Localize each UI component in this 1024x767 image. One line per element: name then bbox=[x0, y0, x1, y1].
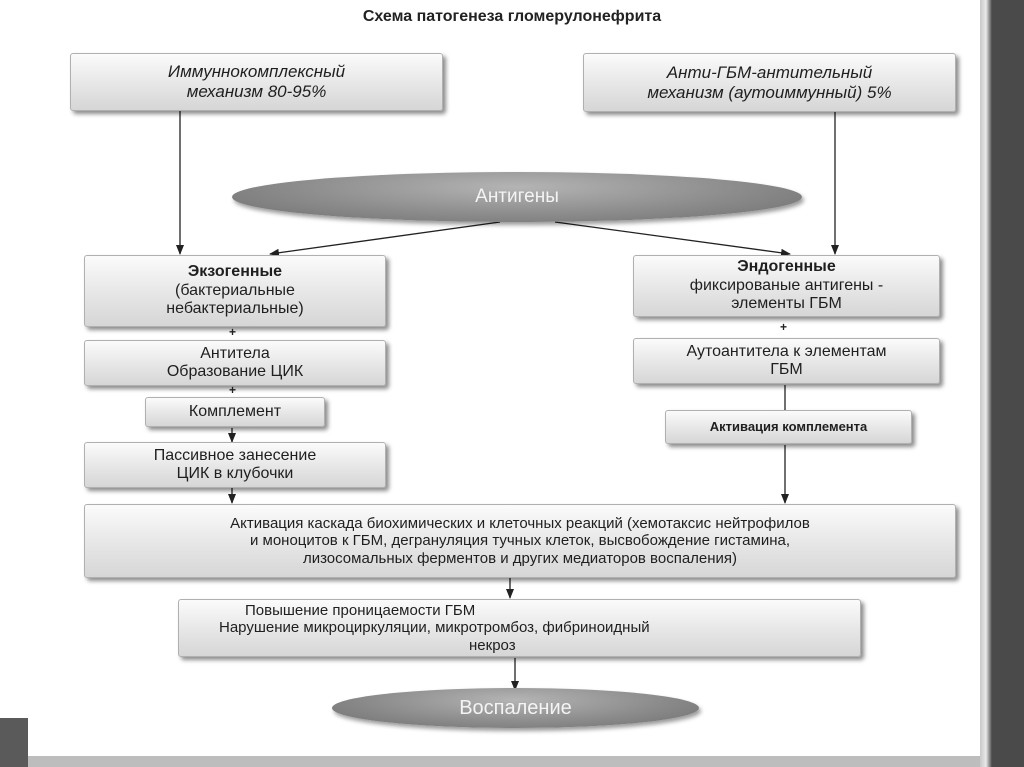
frame-left bbox=[0, 718, 28, 767]
inflammation-ellipse: Воспаление bbox=[332, 688, 699, 728]
diagram-title: Схема патогенеза гломерулонефрита bbox=[362, 8, 662, 25]
anti-gbm-line2: механизм (аутоиммунный) 5% bbox=[647, 82, 892, 102]
permeability-line1: Повышение проницаемости ГБМ bbox=[245, 602, 476, 620]
passive-deposition-box: Пассивное занесение ЦИК в клубочки bbox=[84, 442, 386, 488]
plus-sign-right: + bbox=[780, 320, 788, 334]
cascade-activation-box: Активация каскада биохимических и клеточ… bbox=[84, 504, 956, 578]
anti-gbm-line1: Анти-ГБМ-антительный bbox=[666, 62, 873, 82]
endogenous-antigens-box: Эндогенные фиксированые антигены - элеме… bbox=[633, 255, 940, 317]
antibodies-box: Антитела Образование ЦИК bbox=[84, 340, 386, 386]
antigens-label: Антигены bbox=[475, 186, 559, 207]
frame-bottom bbox=[28, 756, 980, 767]
endogenous-line2: фиксированые антигены - bbox=[689, 276, 884, 294]
exogenous-heading: Экзогенные bbox=[187, 263, 283, 281]
autoantibodies-line2: ГБМ bbox=[770, 361, 803, 378]
immune-complex-mechanism-box: Иммуннокомплексный механизм 80-95% bbox=[70, 53, 443, 111]
passive-line2: ЦИК в клубочки bbox=[176, 465, 294, 482]
endogenous-line3: элементы ГБМ bbox=[731, 295, 842, 313]
plus-sign-left-2: + bbox=[229, 383, 237, 397]
endogenous-heading: Эндогенные bbox=[737, 258, 836, 276]
cascade-line1: Активация каскада биохимических и клеточ… bbox=[230, 515, 810, 533]
complement-activation-label: Активация комплемента bbox=[709, 418, 868, 434]
complement-box: Комплемент bbox=[145, 397, 325, 427]
exogenous-antigens-box: Экзогенные (бактериальные небактериальны… bbox=[84, 255, 386, 327]
autoantibodies-box: Аутоантитела к элементам ГБМ bbox=[633, 338, 940, 384]
exogenous-line2: (бактериальные bbox=[175, 281, 295, 299]
permeability-box: Повышение проницаемости ГБМ Нарушение ми… bbox=[178, 599, 861, 657]
cascade-line3: лизосомальных ферментов и других медиато… bbox=[302, 549, 738, 567]
immune-complex-line2: механизм 80-95% bbox=[186, 82, 327, 101]
complement-activation-box: Активация комплемента bbox=[665, 410, 912, 444]
antibodies-line1: Антитела bbox=[200, 344, 270, 362]
plus-sign-left-1: + bbox=[229, 325, 237, 339]
antigens-ellipse: Антигены bbox=[232, 172, 802, 222]
permeability-line2: Нарушение микроциркуляции, микротромбоз,… bbox=[219, 619, 650, 637]
cascade-line2: и моноцитов к ГБМ, дегрануляция тучных к… bbox=[249, 532, 791, 550]
inflammation-label: Воспаление bbox=[459, 696, 572, 719]
passive-line1: Пассивное занесение bbox=[153, 446, 317, 464]
antibodies-line2: Образование ЦИК bbox=[166, 363, 304, 380]
permeability-line3: некроз bbox=[469, 636, 516, 654]
immune-complex-line1: Иммуннокомплексный bbox=[167, 62, 346, 82]
anti-gbm-mechanism-box: Анти-ГБМ-антительный механизм (аутоиммун… bbox=[583, 53, 956, 112]
complement-label: Комплемент bbox=[188, 402, 282, 420]
exogenous-line3: небактериальные) bbox=[166, 300, 304, 318]
autoantibodies-line1: Аутоантитела к элементам bbox=[686, 342, 887, 360]
frame-right bbox=[980, 0, 1024, 767]
